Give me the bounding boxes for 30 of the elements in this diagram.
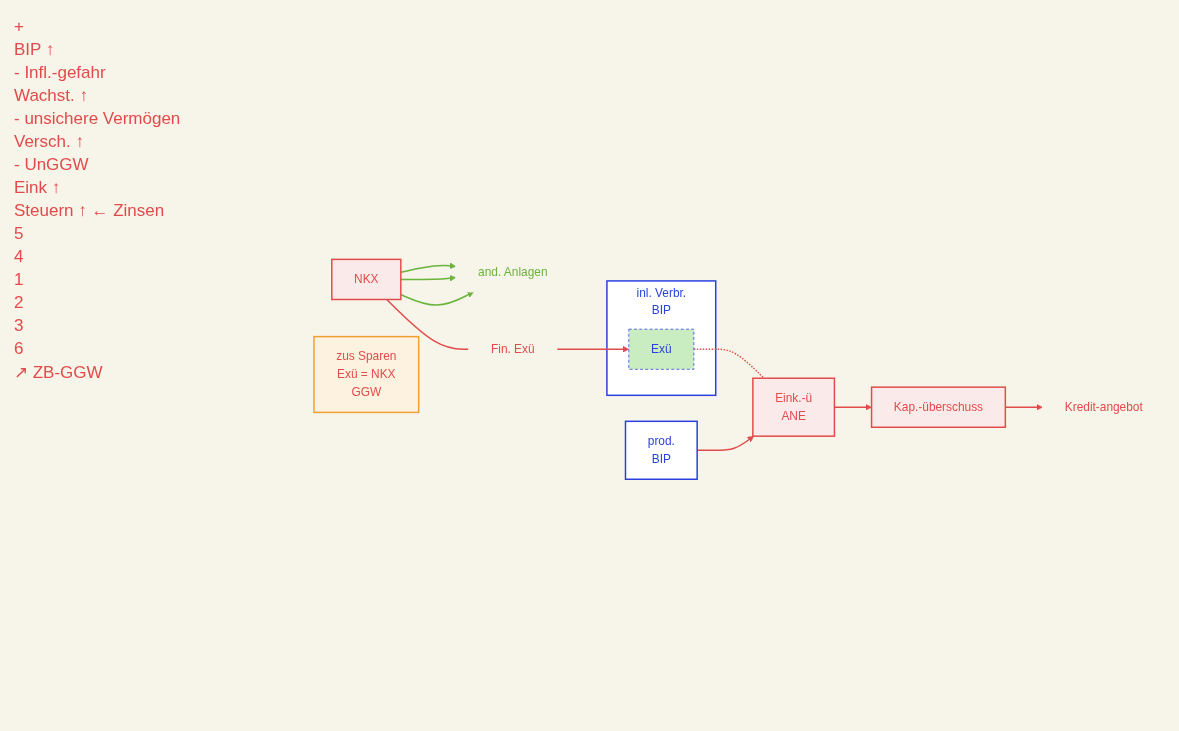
connector <box>385 298 470 350</box>
arrow <box>400 262 457 273</box>
callout-number: 5 <box>14 224 25 244</box>
note-text: Wachst. ↑ <box>14 86 89 106</box>
node-box: Exü <box>628 328 695 370</box>
callout-number: 3 <box>14 316 25 336</box>
note-text: Eink ↑ <box>14 178 62 198</box>
arrow <box>400 274 457 282</box>
note-text: BIP ↑ <box>14 40 56 60</box>
arrow <box>556 345 630 353</box>
note-text: Steuern ↑ ← Zinsen <box>14 201 166 221</box>
note-text: Versch. ↑ <box>14 132 85 152</box>
node-box: Eink.-ü ANE <box>752 377 836 437</box>
callout-number: 2 <box>14 293 25 313</box>
note-text: - Infl.-gefahr <box>14 63 107 83</box>
callout-number: 1 <box>14 270 25 290</box>
callout-number: 6 <box>14 339 25 359</box>
note-text: - unsichere Vermögen <box>14 109 182 129</box>
node-text: Fin. Exü <box>490 342 535 356</box>
note-text: ↗ ZB-GGW <box>14 362 104 383</box>
note-text: - UnGGW <box>14 155 90 175</box>
callout-number: 4 <box>14 247 25 267</box>
node-text: Kredit-angebot <box>1064 400 1143 414</box>
node-box: zus Sparen Exü = NKX GGW <box>313 335 420 414</box>
arrow <box>400 291 474 306</box>
node-box: NKX <box>331 258 402 301</box>
node-text: and. Anlagen <box>478 265 548 278</box>
note-text: + <box>14 17 25 37</box>
node-box: prod. BIP <box>624 420 698 480</box>
node-box: Kap.-überschuss <box>870 386 1007 428</box>
